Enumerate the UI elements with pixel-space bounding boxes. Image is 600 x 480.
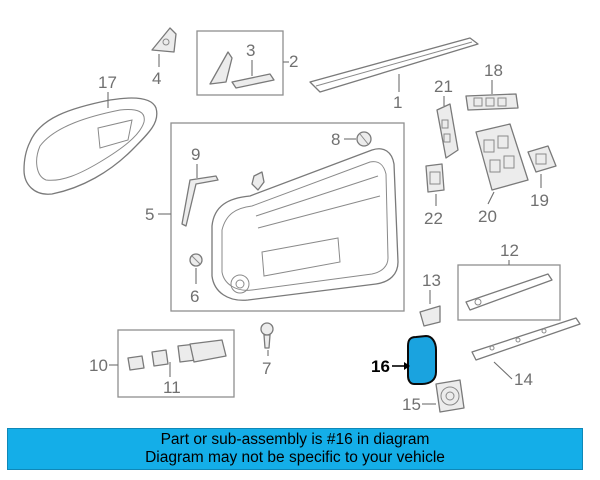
callout-5: 5 [145,205,154,224]
box-5 [170,122,405,312]
part-9-strip: 9 [181,145,219,227]
box-2 [196,30,284,96]
callout-8: 8 [331,130,340,149]
callout-18: 18 [484,61,503,80]
callout-14: 14 [514,370,533,389]
callout-9: 9 [191,145,200,164]
callout-3: 3 [246,41,255,60]
callout-11: 11 [163,378,181,397]
part-clip [251,171,265,191]
callout-12: 12 [500,241,519,260]
callout-22: 22 [424,209,443,228]
part-13-clip: 13 [419,271,441,327]
part-18-switch: 18 [465,61,519,111]
part-17-armrest: 17 [23,73,158,195]
callout-4: 4 [152,69,161,88]
callout-10: 10 [89,356,108,375]
part-21-switch-bezel: 21 [434,77,459,159]
part-15-speaker: 15 [402,379,465,414]
callout-6: 6 [190,287,199,306]
part-22-switch: 22 [424,163,445,228]
part-door-trim-panel [211,148,399,301]
callout-7: 7 [262,359,271,378]
part-7-screw: 7 [260,322,274,378]
callout-21: 21 [434,77,453,96]
callout-19: 19 [530,191,549,210]
part-1-window-belt-molding: 1 [309,37,479,112]
box-10 [117,329,235,398]
callout-1: 1 [393,93,402,112]
part-8-clip: 8 [331,130,372,149]
banner-line-2: Diagram may not be specific to your vehi… [145,449,445,466]
part-14-molding: 14 [471,317,581,389]
callout-20: 20 [478,207,497,226]
banner-line-1: Part or sub-assembly is #16 in diagram [160,431,430,448]
part-3-mirror-cover: 3 [209,41,275,89]
part-20-window-switch: 20 [475,123,529,226]
callout-13: 13 [422,271,441,290]
part-6-clip: 6 [189,253,203,306]
callout-17: 17 [98,73,117,92]
callout-16: 16 [371,357,390,376]
callout-2: 2 [289,52,298,71]
part-16-highlighted: 16 [371,334,437,385]
part-11-handle-assembly: 11 [127,339,227,397]
info-banner: Part or sub-assembly is #16 in diagram D… [7,428,583,470]
part-19-switch: 19 [527,145,557,210]
part-trim-strip [465,273,553,311]
part-4-tweeter: 4 [151,27,177,88]
callout-15: 15 [402,395,421,414]
